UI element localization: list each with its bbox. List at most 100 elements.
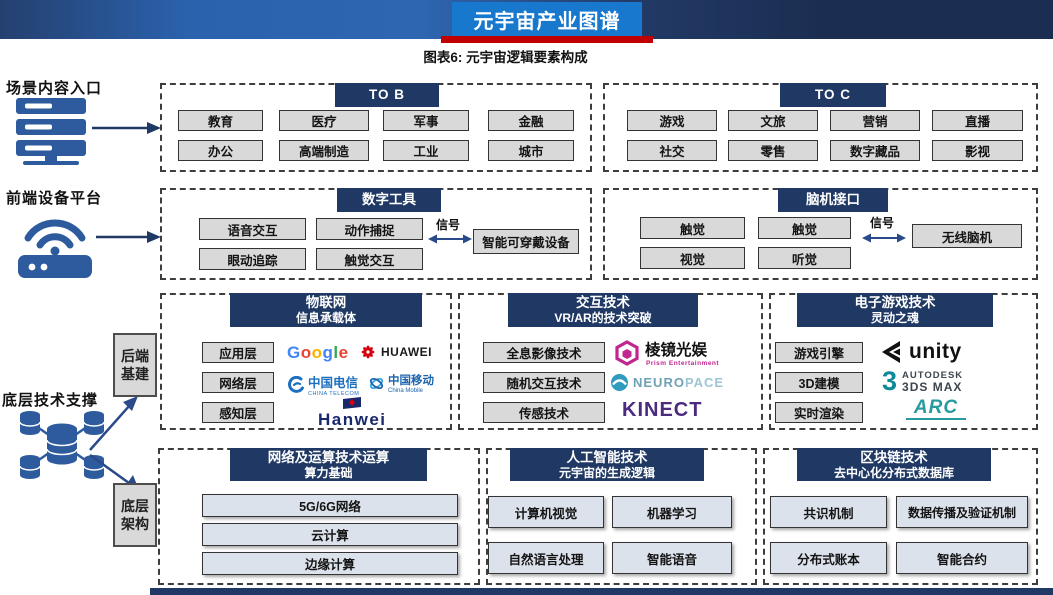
bci-item: 视觉	[640, 247, 745, 269]
arc-text: ARC	[913, 397, 959, 418]
blockchain-item: 智能合约	[896, 542, 1028, 574]
footer-bar	[150, 588, 1053, 595]
google-letter: o	[300, 343, 312, 362]
china-telecom-en: CHINA TELECOM	[308, 391, 360, 397]
interaction-subtitle: VR/AR的技术突破	[554, 311, 652, 325]
interaction-item: 全息影像技术	[483, 342, 605, 363]
bci-item: 触觉	[758, 217, 851, 239]
panel-game-tech-header: 电子游戏技术 灵动之魂	[797, 293, 993, 327]
bottom-arch-line2: 架构	[121, 516, 149, 532]
to-c-item: 零售	[728, 140, 818, 161]
iot-item: 感知层	[202, 402, 274, 423]
prism-hexagon-icon	[615, 339, 639, 366]
iot-subtitle: 信息承载体	[295, 311, 356, 325]
ai-item: 机器学习	[612, 496, 732, 528]
to-c-item: 数字藏品	[830, 140, 920, 161]
google-letter: e	[338, 343, 349, 362]
china-mobile-en: China Mobile	[388, 388, 424, 394]
to-b-item: 高端制造	[279, 140, 369, 161]
digital-tools-title: 数字工具	[362, 192, 416, 207]
bci-title: 脑机接口	[806, 192, 860, 207]
server-icon	[16, 98, 86, 165]
panel-interaction-header: 交互技术 VR/AR的技术突破	[508, 293, 698, 327]
neuropace-text-2: PACE	[684, 375, 725, 390]
panel-to-b-header: TO B	[335, 83, 439, 107]
blockchain-item: 分布式账本	[770, 542, 887, 574]
prism-en-text: Prism Entertainment	[646, 360, 720, 367]
to-c-item: 影视	[932, 140, 1023, 161]
unity-cube-icon	[882, 341, 900, 363]
game-tech-item: 实时渲染	[775, 402, 863, 423]
ai-item: 计算机视觉	[488, 496, 604, 528]
panel-digital-tools-header: 数字工具	[337, 188, 441, 212]
neuropace-text-1: NEURO	[633, 375, 685, 390]
blockchain-item: 数据传播及验证机制	[896, 496, 1028, 528]
ai-subtitle: 元宇宙的生成逻辑	[558, 465, 655, 480]
to-b-item: 城市	[488, 140, 574, 161]
network-item: 边缘计算	[202, 552, 458, 575]
autodesk-brand-text: AUTODESK	[902, 369, 964, 381]
backend-infra-line2: 基建	[121, 366, 149, 382]
interaction-title: 交互技术	[576, 295, 630, 310]
ai-item: 自然语言处理	[488, 542, 604, 574]
router-icon	[18, 219, 92, 278]
blockchain-title: 区块链技术	[860, 449, 928, 465]
backend-infra-line1: 后端	[121, 348, 149, 364]
iot-title: 物联网	[305, 295, 347, 310]
frontend-device-label: 前端设备平台	[6, 190, 103, 207]
panel-network-header: 网络及运算技术运算 算力基础	[230, 448, 427, 481]
network-item: 云计算	[202, 523, 458, 546]
wearable-device-box: 智能可穿戴设备	[473, 229, 579, 254]
neuropace-swirl-icon	[611, 374, 628, 391]
digital-tools-item: 触觉交互	[316, 248, 423, 270]
google-letter: l	[333, 343, 339, 362]
to-c-item: 社交	[627, 140, 717, 161]
huawei-logo: HUAWEI	[359, 344, 432, 360]
iot-item: 应用层	[202, 342, 274, 363]
china-mobile-logo: 中国移动 China Mobile	[368, 372, 434, 394]
to-b-item: 工业	[383, 140, 469, 161]
red-underline-bar	[441, 36, 653, 43]
google-letter: o	[311, 343, 323, 362]
bci-item: 听觉	[758, 247, 851, 269]
page-title: 元宇宙产业图谱	[452, 2, 642, 36]
to-c-title: TO C	[814, 87, 851, 102]
interaction-item: 传感技术	[483, 402, 605, 423]
to-b-item: 军事	[383, 110, 469, 131]
to-c-item: 游戏	[627, 110, 717, 131]
blockchain-item: 共识机制	[770, 496, 887, 528]
neuropace-logo: NEUROPACE	[610, 373, 724, 392]
network-subtitle: 算力基础	[304, 465, 353, 480]
google-letter: g	[322, 343, 334, 362]
hanwei-text: Hanwei	[318, 410, 387, 429]
game-tech-subtitle: 灵动之魂	[870, 311, 919, 325]
digital-tools-item: 语音交互	[199, 218, 306, 240]
prism-cn-text: 棱镜光娱	[645, 342, 708, 359]
base-tech-label: 底层技术支撑	[2, 392, 99, 409]
unity-logo: unity	[880, 340, 962, 364]
game-tech-item: 游戏引擎	[775, 342, 863, 363]
to-b-title: TO B	[368, 87, 405, 102]
wireless-bci-box: 无线脑机	[912, 224, 1022, 248]
network-item: 5G/6G网络	[202, 494, 458, 517]
to-c-item: 文旅	[728, 110, 818, 131]
to-b-item: 教育	[178, 110, 263, 131]
to-c-item: 营销	[830, 110, 920, 131]
china-telecom-icon	[288, 375, 304, 393]
china-telecom-logo: 中国电信 CHINA TELECOM	[287, 372, 359, 397]
game-tech-title: 电子游戏技术	[854, 295, 936, 310]
ai-item: 智能语音	[612, 542, 732, 574]
kinect-logo: KINECT	[622, 399, 703, 421]
huawei-text: HUAWEI	[381, 345, 432, 359]
database-cluster-icon	[19, 411, 105, 479]
network-title: 网络及运算技术运算	[267, 449, 390, 465]
blockchain-subtitle: 去中心化分布式数据库	[833, 465, 954, 480]
signal-label: 信号	[436, 218, 461, 232]
arrow-to-scene-panels	[92, 122, 161, 134]
bci-item: 触觉	[640, 217, 745, 239]
autodesk-3dsmax-logo: 3 AUTODESK 3DS MAX	[882, 368, 963, 395]
ai-title: 人工智能技术	[566, 449, 648, 465]
china-mobile-cn: 中国移动	[388, 375, 434, 387]
panel-bci-header: 脑机接口	[778, 188, 888, 212]
panel-blockchain-header: 区块链技术 去中心化分布式数据库	[797, 448, 991, 481]
